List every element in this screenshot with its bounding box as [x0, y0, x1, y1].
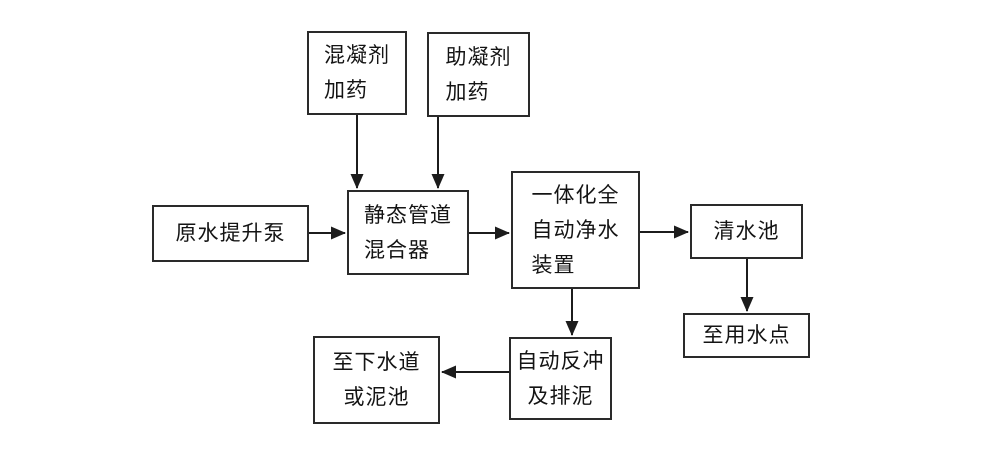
node-integrated-purifier: 一体化全 自动净水 装置 [511, 171, 640, 289]
node-sewer-or-mud-pool: 至下水道 或泥池 [313, 336, 440, 424]
node-auto-backwash-label: 自动反冲 及排泥 [516, 348, 605, 408]
node-water-use-point-label: 至用水点 [702, 323, 791, 347]
node-water-use-point: 至用水点 [683, 313, 810, 358]
node-coagulant-aid-dosing: 助凝剂 加药 [427, 32, 530, 117]
node-coagulant-dosing-label: 混凝剂 加药 [324, 43, 390, 102]
node-integrated-purifier-label: 一体化全 自动净水 装置 [531, 182, 620, 277]
node-coagulant-dosing: 混凝剂 加药 [307, 31, 407, 115]
node-coagulant-aid-dosing-label: 助凝剂 加药 [445, 44, 512, 104]
node-clear-water-tank-label: 清水池 [713, 219, 780, 243]
node-auto-backwash: 自动反冲 及排泥 [509, 337, 612, 420]
node-raw-water-pump-label: 原水提升泵 [175, 221, 286, 245]
node-static-pipe-mixer-label: 静态管道 混合器 [364, 202, 452, 262]
node-sewer-or-mud-pool-label: 至下水道 或泥池 [332, 350, 421, 409]
node-raw-water-pump: 原水提升泵 [152, 205, 309, 262]
node-static-pipe-mixer: 静态管道 混合器 [347, 190, 469, 275]
node-clear-water-tank: 清水池 [690, 204, 803, 259]
